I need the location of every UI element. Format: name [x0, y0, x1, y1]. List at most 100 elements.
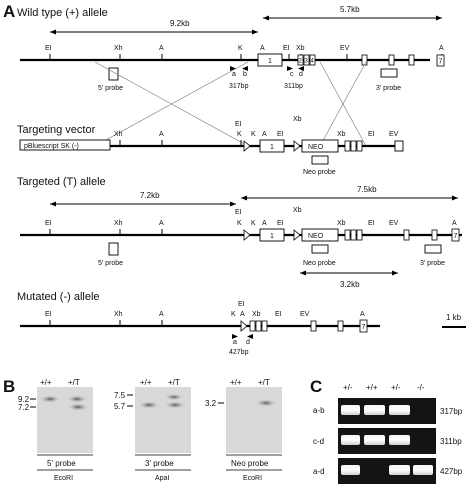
primer-pair-label: a-d: [313, 467, 325, 476]
site-ecori: EI: [277, 220, 284, 227]
genotype-label: +/-: [343, 383, 353, 392]
site-xhoi: Xh: [114, 220, 123, 227]
site-kpni: K: [251, 131, 256, 138]
wild-type-allele: Wild type (+) allele 9.2kb 5.7kb EI Xh A…: [17, 5, 445, 92]
probe-label: 5' probe: [47, 459, 76, 468]
exon: [388, 54, 395, 66]
neo-cassette: [301, 228, 339, 242]
size-marker: 7.2: [18, 403, 30, 412]
size-marker: 7.5: [114, 391, 126, 400]
primer-a-arrow: [232, 334, 238, 339]
gel-band: [341, 465, 360, 475]
neo-label: NEO: [308, 233, 324, 240]
exon-3: [350, 229, 357, 241]
site-xbai: Xb: [337, 131, 346, 138]
exon-1-label: 1: [270, 144, 274, 151]
exon-2: [344, 140, 351, 152]
neo-probe-label: Neo probe: [303, 169, 336, 176]
exon-1: [259, 139, 285, 153]
site-apai: A: [159, 45, 164, 52]
gel-band: [389, 435, 410, 445]
site-apai: A: [159, 131, 164, 138]
pcr-genotyping: +/- +/+ +/- -/- a-b 317bp c-d 311bp a-d: [313, 383, 463, 484]
site-apai: A: [452, 220, 457, 227]
site-apai: A: [262, 220, 267, 227]
panel-c-letter: C: [310, 377, 322, 396]
southern-blot-5prime: +/+ +/T 9.2 7.2 5' probe EcoRI: [18, 378, 93, 482]
exon-4: [309, 54, 316, 66]
band-7-5: [164, 393, 184, 401]
three-prime-probe-label: 3' probe: [420, 260, 445, 267]
size-marker: 3.2: [205, 399, 217, 408]
label-7-2kb: 7.2kb: [140, 191, 160, 200]
five-prime-probe-label: 5' probe: [98, 260, 123, 267]
band-5-7: [138, 401, 160, 409]
loxp-site: [293, 229, 301, 241]
primer-b-label: b: [243, 71, 247, 78]
site-kpni: K: [237, 131, 242, 138]
arrowhead: [436, 15, 442, 21]
recombination-lines: [94, 61, 367, 147]
genotype-label: +/T: [258, 378, 270, 387]
site-ecori: EI: [45, 45, 52, 52]
exon-7-label: 7: [439, 59, 443, 66]
exon: [310, 320, 317, 332]
primer-d-label: d: [246, 339, 250, 346]
amplicon-317-label: 317bp: [229, 83, 249, 90]
exon-3-label: 3: [305, 59, 309, 65]
site-ecori: EI: [277, 131, 284, 138]
site-xhoi: Xh: [114, 45, 123, 52]
exon: [431, 229, 438, 241]
exon-4: [261, 320, 268, 332]
exon: [403, 229, 410, 241]
site-apai: A: [240, 311, 245, 318]
site-kpni: K: [251, 220, 256, 227]
primer-a-label: a: [232, 71, 236, 78]
amplicon-311-label: 311bp: [284, 83, 303, 90]
site-xbai: Xb: [293, 207, 302, 214]
primer-d-arrow: [298, 66, 304, 71]
genotype-label: +/+: [40, 378, 52, 387]
exon-1-label: 1: [270, 233, 274, 240]
primer-d-label: d: [299, 71, 303, 78]
site-xhoi: Xh: [114, 311, 123, 318]
neo-probe-box: [311, 244, 329, 254]
targeted-allele-title: Targeted (T) allele: [17, 176, 106, 188]
site-apai: A: [260, 45, 265, 52]
site-kpni: K: [237, 220, 242, 227]
arrowhead: [263, 15, 269, 21]
site-apai: A: [262, 131, 267, 138]
band-9-2: [66, 395, 88, 403]
gel-band: [364, 405, 385, 415]
gel-band: [389, 465, 410, 475]
three-prime-probe-label: 3' probe: [376, 85, 401, 92]
gel-band: [413, 465, 433, 475]
site-kpni: K: [231, 311, 236, 318]
exon-7-label: 7: [454, 233, 458, 240]
gel-band: [364, 435, 385, 445]
exon-2: [344, 229, 351, 241]
primer-a-arrow: [230, 66, 236, 71]
enzyme-label: EcoRI: [243, 475, 262, 482]
label-9-2kb: 9.2kb: [170, 19, 190, 28]
three-prime-probe-box: [380, 68, 398, 78]
site-xbai: Xb: [337, 220, 346, 227]
exon-2: [297, 54, 304, 66]
panel-b-letter: B: [3, 377, 15, 396]
band-size-label: 427bp: [440, 467, 463, 476]
label-3-2kb: 3.2kb: [340, 280, 360, 289]
three-prime-probe-box: [424, 244, 442, 254]
five-prime-probe-box: [108, 242, 119, 256]
arrowhead: [252, 29, 258, 35]
exon-7-label: 7: [362, 324, 366, 331]
site-xhoi: Xh: [114, 131, 123, 138]
exon-1: [257, 53, 283, 67]
exon-7: [436, 54, 445, 67]
backbone-label: pBluescript SK (-): [24, 143, 79, 150]
site-apai: A: [159, 220, 164, 227]
exon-4-label: 4: [311, 59, 315, 65]
label-5-7kb: 5.7kb: [340, 5, 360, 14]
mutated-allele: Mutated (-) allele EI Xh A EI K A Xb EI …: [17, 291, 466, 356]
arrowhead: [50, 29, 56, 35]
